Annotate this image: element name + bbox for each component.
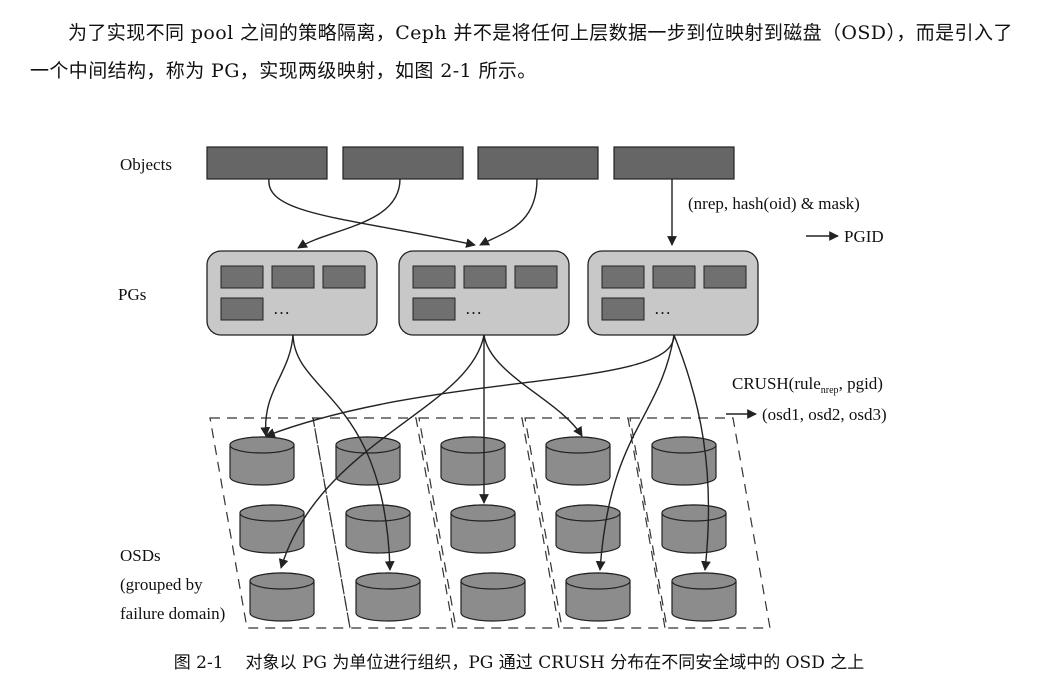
pg-object-slot	[703, 265, 747, 289]
pg-object-slot	[514, 265, 558, 289]
failure-domain-box	[209, 417, 351, 629]
pg-box: …	[587, 250, 759, 336]
mapping-arrow	[595, 334, 675, 571]
pg-box: …	[398, 250, 570, 336]
osd-disk	[565, 572, 631, 622]
pgs-label: PGs	[118, 285, 146, 304]
osd-disk	[440, 436, 506, 486]
pg-container	[206, 250, 378, 336]
failure-domain-box	[629, 417, 771, 629]
osd-top	[440, 436, 506, 454]
crush-result: (osd1, osd2, osd3)	[726, 405, 887, 424]
osd-disk	[545, 436, 611, 486]
mapping-arrow	[483, 334, 583, 437]
pg-object-slot	[412, 297, 456, 321]
mapping-arrows	[260, 178, 711, 571]
osd-top	[555, 504, 621, 522]
figure-number: 图 2-1	[173, 653, 224, 673]
osds-label-grouped: (grouped by	[120, 575, 203, 594]
figure-caption: 图 2-1 对象以 PG 为单位进行组织，PG 通过 CRUSH 分布在不同安全域…	[0, 648, 1038, 673]
mapping-arrow	[292, 334, 395, 571]
osd-top	[450, 504, 516, 522]
pg-ellipsis: …	[465, 299, 482, 318]
failure-domain-box	[312, 417, 454, 629]
object-block	[477, 146, 599, 180]
pg-object-slot	[652, 265, 696, 289]
osd-disk	[651, 436, 717, 486]
osd-disk	[239, 504, 305, 554]
pg-ellipsis: …	[273, 299, 290, 318]
pg-box: …	[206, 250, 378, 336]
osd-top	[335, 436, 401, 454]
mapping-arrow	[260, 334, 294, 437]
object-row	[206, 146, 735, 180]
osd-top	[355, 572, 421, 590]
pg-object-slot	[601, 265, 645, 289]
pgid-label: PGID	[844, 227, 884, 246]
failure-domain-box	[418, 417, 560, 629]
object-block	[206, 146, 328, 180]
figure-caption-text: 对象以 PG 为单位进行组织，PG 通过 CRUSH 分布在不同安全域中的 OS…	[245, 653, 865, 673]
pgid-result: PGID	[806, 227, 884, 246]
osd-disk	[345, 504, 411, 554]
osd-top	[345, 504, 411, 522]
mapping-arrow	[479, 178, 538, 246]
osd-top	[249, 572, 315, 590]
mapping-arrow	[673, 334, 711, 571]
mapping-arrow	[268, 178, 476, 248]
pg-ellipsis: …	[654, 299, 671, 318]
mapping-arrow	[297, 178, 401, 249]
pg-object-slot	[220, 297, 264, 321]
osd-disk	[460, 572, 526, 622]
crush-formula: CRUSH(rulenrep, pgid)	[732, 374, 883, 396]
osd-disk	[671, 572, 737, 622]
object-block	[613, 146, 735, 180]
osd-disk	[249, 572, 315, 622]
failure-domain-box	[524, 417, 666, 629]
crush-subscript: nrep	[821, 385, 839, 396]
failure-domain-group	[209, 417, 771, 629]
osd-top	[545, 436, 611, 454]
crush-prefix: CRUSH(rule	[732, 374, 821, 393]
osd-disk	[355, 572, 421, 622]
pg-row: … … …	[206, 250, 759, 336]
pg-mapping-formula: (nrep, hash(oid) & mask)	[688, 194, 860, 213]
osd-disk	[555, 504, 621, 554]
pg-object-slot	[271, 265, 315, 289]
pg-object-slot	[322, 265, 366, 289]
osd-grid	[229, 436, 737, 622]
osd-top	[460, 572, 526, 590]
pg-object-slot	[463, 265, 507, 289]
object-block	[342, 146, 464, 180]
osd-top	[229, 436, 295, 454]
osds-label-failure-domain: failure domain)	[120, 604, 225, 623]
crush-suffix: , pgid)	[839, 374, 883, 393]
pg-object-slot	[220, 265, 264, 289]
pg-container	[587, 250, 759, 336]
pg-object-slot	[412, 265, 456, 289]
pg-container	[398, 250, 570, 336]
objects-label: Objects	[120, 155, 172, 174]
osd-top	[239, 504, 305, 522]
mapping-arrow	[265, 334, 675, 438]
osd-disk	[335, 436, 401, 486]
osd-tuple-label: (osd1, osd2, osd3)	[762, 405, 887, 424]
osd-disk	[661, 504, 727, 554]
osd-disk	[229, 436, 295, 486]
osd-disk	[450, 504, 516, 554]
osds-label: OSDs	[120, 546, 161, 565]
osd-top	[565, 572, 631, 590]
mapping-arrow	[278, 334, 485, 569]
osd-top	[671, 572, 737, 590]
intro-paragraph: 为了实现不同 pool 之间的策略隔离，Ceph 并不是将任何上层数据一步到位映…	[30, 22, 1013, 82]
osd-top	[661, 504, 727, 522]
osd-top	[651, 436, 717, 454]
pg-object-slot	[601, 297, 645, 321]
